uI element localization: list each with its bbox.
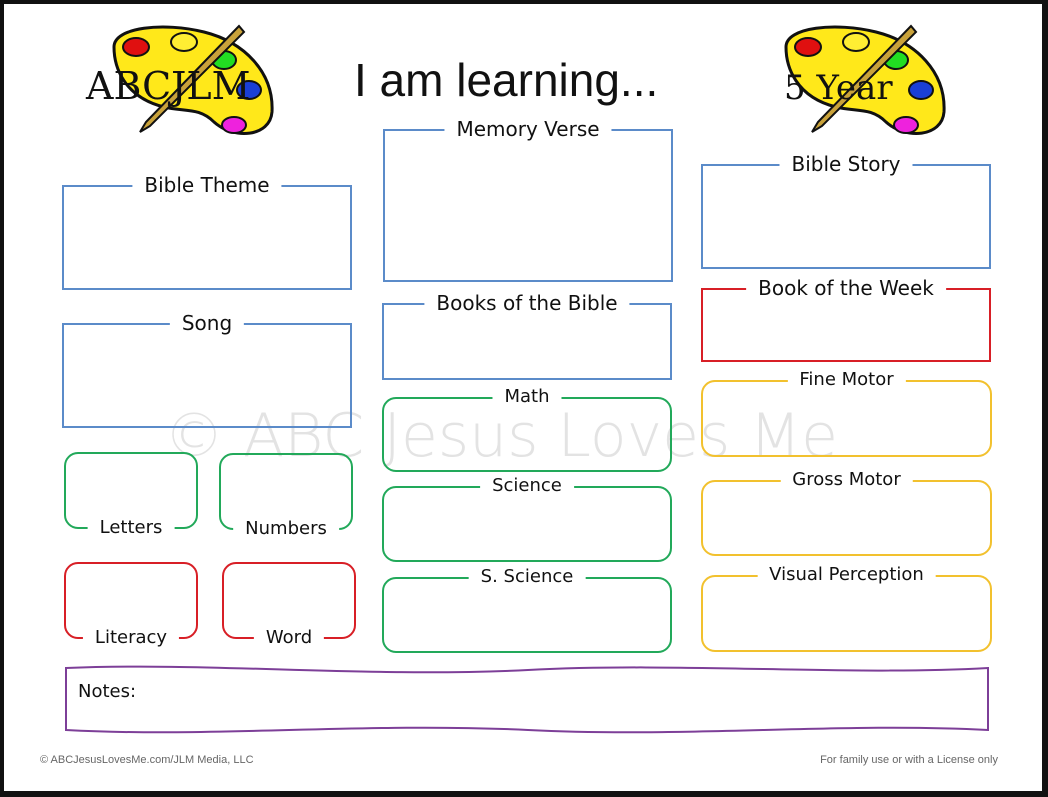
memory-verse-label: Memory Verse [444,117,612,141]
gross-motor-label: Gross Motor [780,468,913,492]
numbers-box[interactable]: Numbers [219,453,353,541]
books-of-bible-box[interactable]: Books of the Bible [382,291,672,380]
math-label: Math [492,385,562,409]
notes-label: Notes: [78,681,137,702]
math-box[interactable]: Math [382,385,672,472]
visual-perception-label: Visual Perception [757,563,936,587]
bible-story-box[interactable]: Bible Story [701,152,991,269]
memory-verse-box[interactable]: Memory Verse [383,117,673,282]
science-label: Science [480,474,574,498]
fine-motor-box[interactable]: Fine Motor [701,368,992,457]
footer-license: For family use or with a License only [820,754,998,766]
bible-story-label: Bible Story [779,152,913,176]
logo-left-text: ABCJLM [86,64,251,108]
letters-label: Letters [87,516,175,540]
social-science-box[interactable]: S. Science [382,565,672,653]
gross-motor-box[interactable]: Gross Motor [701,468,992,556]
page-title: I am learning... [354,54,659,106]
footer-copyright: © ABCJesusLovesMe.com/JLM Media, LLC [40,754,254,766]
song-box[interactable]: Song [62,311,352,428]
literacy-box[interactable]: Literacy [64,562,198,650]
bible-theme-box[interactable]: Bible Theme [62,173,352,290]
word-box[interactable]: Word [222,562,356,650]
letters-box[interactable]: Letters [64,452,198,540]
literacy-label: Literacy [82,626,180,650]
palette-logo-right-icon [784,24,946,135]
science-box[interactable]: Science [382,474,672,562]
numbers-label: Numbers [233,517,339,541]
social-science-label: S. Science [468,565,586,589]
visual-perception-box[interactable]: Visual Perception [701,563,992,652]
bible-theme-label: Bible Theme [132,173,282,197]
word-label: Word [253,626,325,650]
notes-box[interactable] [64,664,992,736]
song-label: Song [169,311,245,335]
book-of-week-box[interactable]: Book of the Week [701,276,991,362]
palette-logo-left-icon [112,24,274,135]
book-of-week-label: Book of the Week [746,276,946,300]
logo-right-text: 5 Year [784,68,893,108]
fine-motor-label: Fine Motor [787,368,906,392]
books-of-bible-label: Books of the Bible [424,291,630,315]
